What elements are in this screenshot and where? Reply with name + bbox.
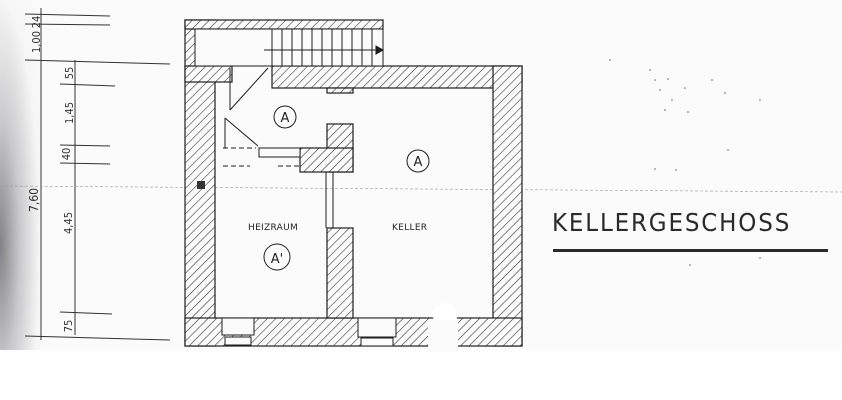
svg-text:1,45: 1,45 (63, 102, 76, 124)
dimension-labels: 24 1,00 55 1,45 40 7,60 4,45 75 (27, 16, 76, 333)
scan-blemish (428, 320, 458, 352)
room-label-heizraum: HEIZRAUM (248, 223, 298, 233)
svg-text:A: A (414, 155, 423, 170)
doors (223, 67, 334, 228)
svg-text:40: 40 (60, 148, 73, 161)
room-marker-heizraum: A' (263, 243, 291, 271)
scan-noise (609, 59, 761, 266)
staircase (194, 28, 385, 67)
scan-shadow (0, 0, 40, 350)
svg-text:55: 55 (63, 67, 76, 80)
stair-direction-arrow-icon (375, 45, 385, 55)
room-marker-vorraum: A (273, 105, 297, 129)
paper-background (0, 0, 842, 350)
drawing-title: KELLERGESCHOSS (552, 208, 792, 237)
room-label-keller: KELLER (392, 223, 427, 233)
svg-text:24: 24 (30, 16, 43, 29)
dimension-chain (24, 8, 171, 341)
svg-text:75: 75 (62, 320, 75, 333)
chimney-icon (197, 181, 205, 189)
svg-text:A': A' (271, 252, 283, 267)
svg-text:7,60: 7,60 (27, 188, 41, 212)
windows (221, 317, 397, 347)
svg-text:A: A (281, 111, 290, 126)
svg-text:4,45: 4,45 (62, 212, 75, 234)
section-line (0, 185, 842, 193)
room-marker-keller: A (406, 149, 430, 173)
svg-text:1,00: 1,00 (30, 31, 43, 53)
title-underline (553, 249, 828, 252)
walls (184, 19, 523, 347)
